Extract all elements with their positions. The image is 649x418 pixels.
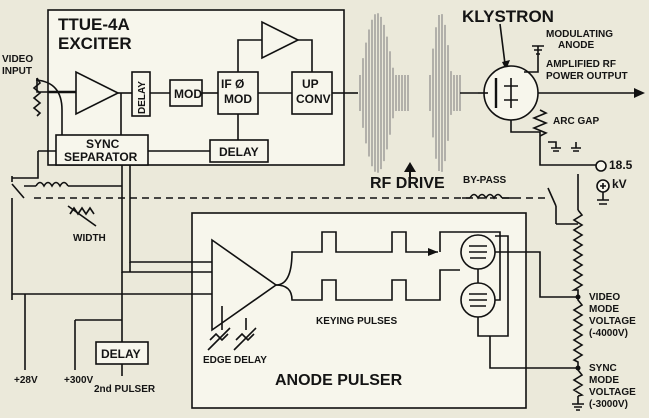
pulser-amplifier-icon: [211, 238, 278, 332]
bypass-section: BY-PASS WIDTH: [11, 150, 557, 300]
sync-mode-label-line4: (-3000V): [589, 399, 628, 410]
arc-gap-resistor-icon: [531, 109, 549, 137]
amplified-output-label-line2: POWER OUTPUT: [546, 71, 628, 82]
rf-drive-waveform: [359, 13, 461, 173]
bypass-switch-icon: [547, 187, 557, 207]
exciter-amp-top-icon: [261, 20, 300, 60]
bypass-choke-icon: [469, 193, 503, 200]
ground-icon-anode: [532, 45, 544, 55]
sync-separator-label-line1: SYNC: [86, 137, 120, 151]
delay-label-lower: DELAY: [219, 145, 259, 159]
left-switch-icon: [11, 183, 25, 199]
video-input-label-line1: VIDEO: [2, 54, 33, 65]
ground-icon-arcgap: [551, 147, 561, 152]
width-label: WIDTH: [73, 233, 106, 244]
delay-box-vertical: [131, 71, 151, 117]
video-mode-label-line3: VOLTAGE: [589, 316, 636, 327]
exciter-amplifier-icon: [75, 70, 120, 116]
sync-mode-label-line2: MODE: [589, 375, 619, 386]
ground-icon-divider: [572, 396, 584, 411]
exciter-title-line1: TTUE-4A: [58, 15, 130, 34]
second-pulser-label: 2nd PULSER: [94, 384, 156, 395]
width-choke-icon: [35, 181, 69, 188]
exciter-title-line2: EXCITER: [58, 34, 132, 53]
ground-icon-supply: [597, 192, 609, 205]
voltage-divider: VIDEO MODE VOLTAGE (-4000V) SYNC MODE VO…: [556, 174, 636, 411]
plus28-label: +28V: [14, 375, 38, 386]
rf-output-arrow-icon: [634, 88, 645, 98]
mod-label: MOD: [174, 87, 202, 101]
arc-gap-label: ARC GAP: [553, 116, 599, 127]
delay-pot-icon: [235, 332, 255, 342]
if-mod-label-line1: IF Ø: [221, 77, 244, 91]
klystron-section: KLYSTRON MODULATING ANODE AMPLIFIED RF P…: [462, 7, 645, 205]
voltage-185-label-line2: kV: [612, 177, 627, 191]
up-conv-label-line1: UP: [302, 77, 319, 91]
if-mod-label-line2: MOD: [224, 92, 252, 106]
up-conv-label-line2: CONV: [296, 92, 331, 106]
rf-drive-label: RF DRIVE: [370, 175, 445, 192]
anode-pulser-label: ANODE PULSER: [275, 372, 403, 389]
bus-wiring: +28V +300V DELAY 2nd PULSER: [12, 165, 212, 395]
edge-pot-icon: [209, 332, 229, 342]
keying-pulse-bottom: [312, 279, 418, 301]
video-mode-label-line1: VIDEO: [589, 292, 620, 303]
sync-separator-box: [55, 134, 149, 166]
anode-pulser-block: ANODE PULSER KEYING PULSES EDGE DELAY: [191, 212, 578, 409]
sync-mode-label-line3: VOLTAGE: [589, 387, 636, 398]
klystron-label: KLYSTRON: [462, 7, 554, 26]
amplified-output-label-line1: AMPLIFIED RF: [546, 59, 616, 70]
plus300-label: +300V: [64, 375, 94, 386]
modulating-anode-label-line2: ANODE: [558, 40, 594, 51]
bypass-label: BY-PASS: [463, 175, 506, 186]
ground-icon-arcgap-2: [571, 142, 581, 152]
keying-pulses-label: KEYING PULSES: [316, 316, 397, 327]
sync-separator-label-line2: SEPARATOR: [64, 150, 138, 164]
video-input-label-line2: INPUT: [2, 66, 32, 77]
exciter-block: TTUE-4A EXCITER VIDEO INPUT DELAY MOD IF…: [2, 9, 348, 166]
pulser-delay-label: DELAY: [101, 347, 141, 361]
sync-mode-label-line1: SYNC: [589, 363, 617, 374]
delay-label-vertical: DELAY: [137, 81, 148, 114]
video-mode-label-line4: (-4000V): [589, 328, 628, 339]
modulating-anode-label-line1: MODULATING: [546, 29, 613, 40]
keying-pulse-top: [312, 231, 418, 253]
voltage-185-label-line1: 18.5: [609, 158, 633, 172]
edge-label: EDGE: [203, 355, 232, 366]
input-termination-resistor-icon: [32, 77, 42, 117]
rf-drive-section: RF DRIVE: [348, 13, 478, 192]
delay-pot-label: DELAY: [234, 355, 267, 366]
supply-terminal-icon: [595, 160, 607, 172]
video-mode-label-line2: MODE: [589, 304, 619, 315]
